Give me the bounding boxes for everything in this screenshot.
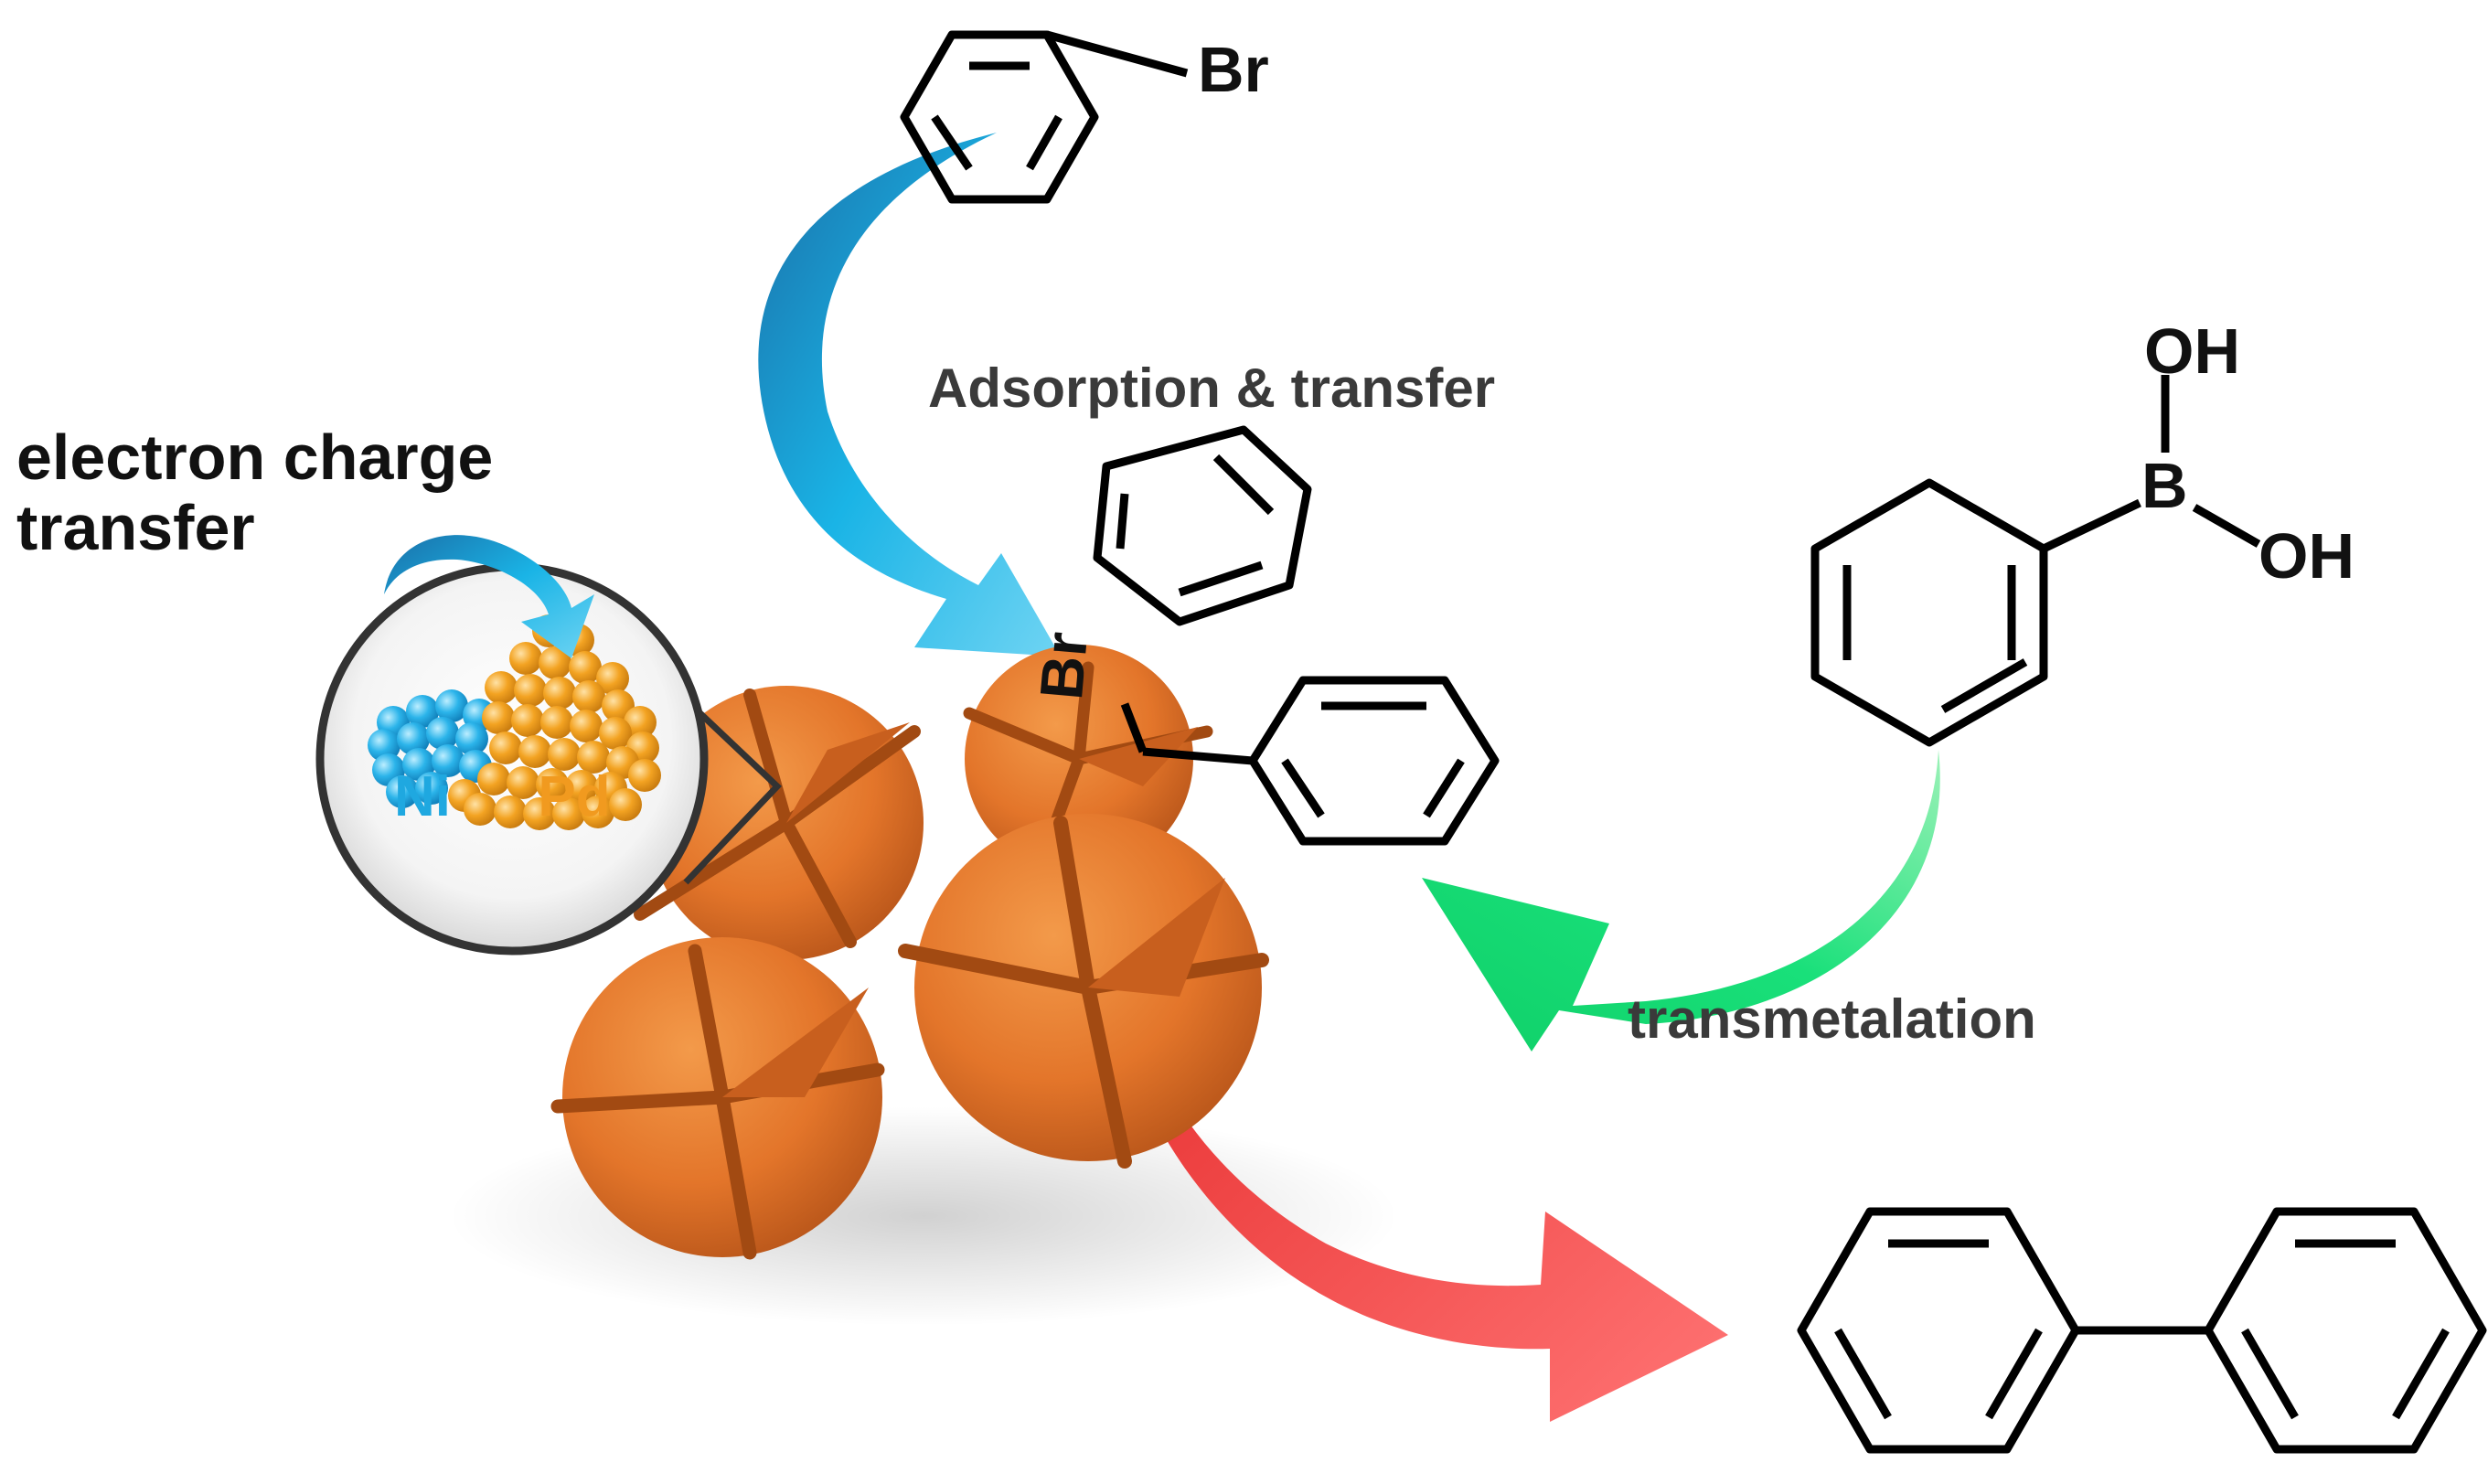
electron-transfer-arrow (384, 535, 594, 658)
pd-ni-particle-cluster (550, 645, 1269, 1260)
transmetalation-arrow (1422, 750, 1940, 1052)
electron-label-line1: electron charge (16, 422, 494, 493)
boronic-oh-top: OH (2144, 315, 2240, 387)
electron-charge-transfer-label: electron charge transfer (16, 422, 493, 563)
ni-atom-cluster (368, 689, 496, 808)
boronic-b-label: B (2141, 450, 2188, 521)
adsorbed-bromobenzene (1093, 425, 1312, 626)
particle-bottom-right (898, 814, 1269, 1169)
particle-bottom-left (550, 937, 885, 1260)
adsorption-arrow (758, 133, 1061, 657)
boronic-oh-right: OH (2258, 520, 2355, 592)
transmetalation-label: transmetalation (1628, 988, 2036, 1050)
pd-atom-cluster (448, 614, 661, 830)
bromobenzene-br-label: Br (1198, 34, 1269, 105)
phenylboronic-acid (1810, 375, 2261, 747)
electron-label-line2: transfer (16, 492, 255, 563)
biphenyl-product (1797, 1207, 2487, 1454)
ni-label: Ni (394, 765, 451, 828)
magnifier-callout: Ni Pd (315, 535, 782, 956)
adsorbed-benzene-ring (1120, 676, 1500, 846)
magnifier-pointer (683, 701, 782, 885)
adsorbed-br-label: Br (1027, 629, 1100, 702)
product-release-arrow (1099, 827, 1728, 1422)
bromobenzene-molecule (900, 30, 1189, 204)
particle-top-left (634, 686, 924, 960)
adsorption-transfer-label: Adsorption & transfer (928, 358, 1496, 419)
pd-label: Pd (538, 765, 610, 828)
